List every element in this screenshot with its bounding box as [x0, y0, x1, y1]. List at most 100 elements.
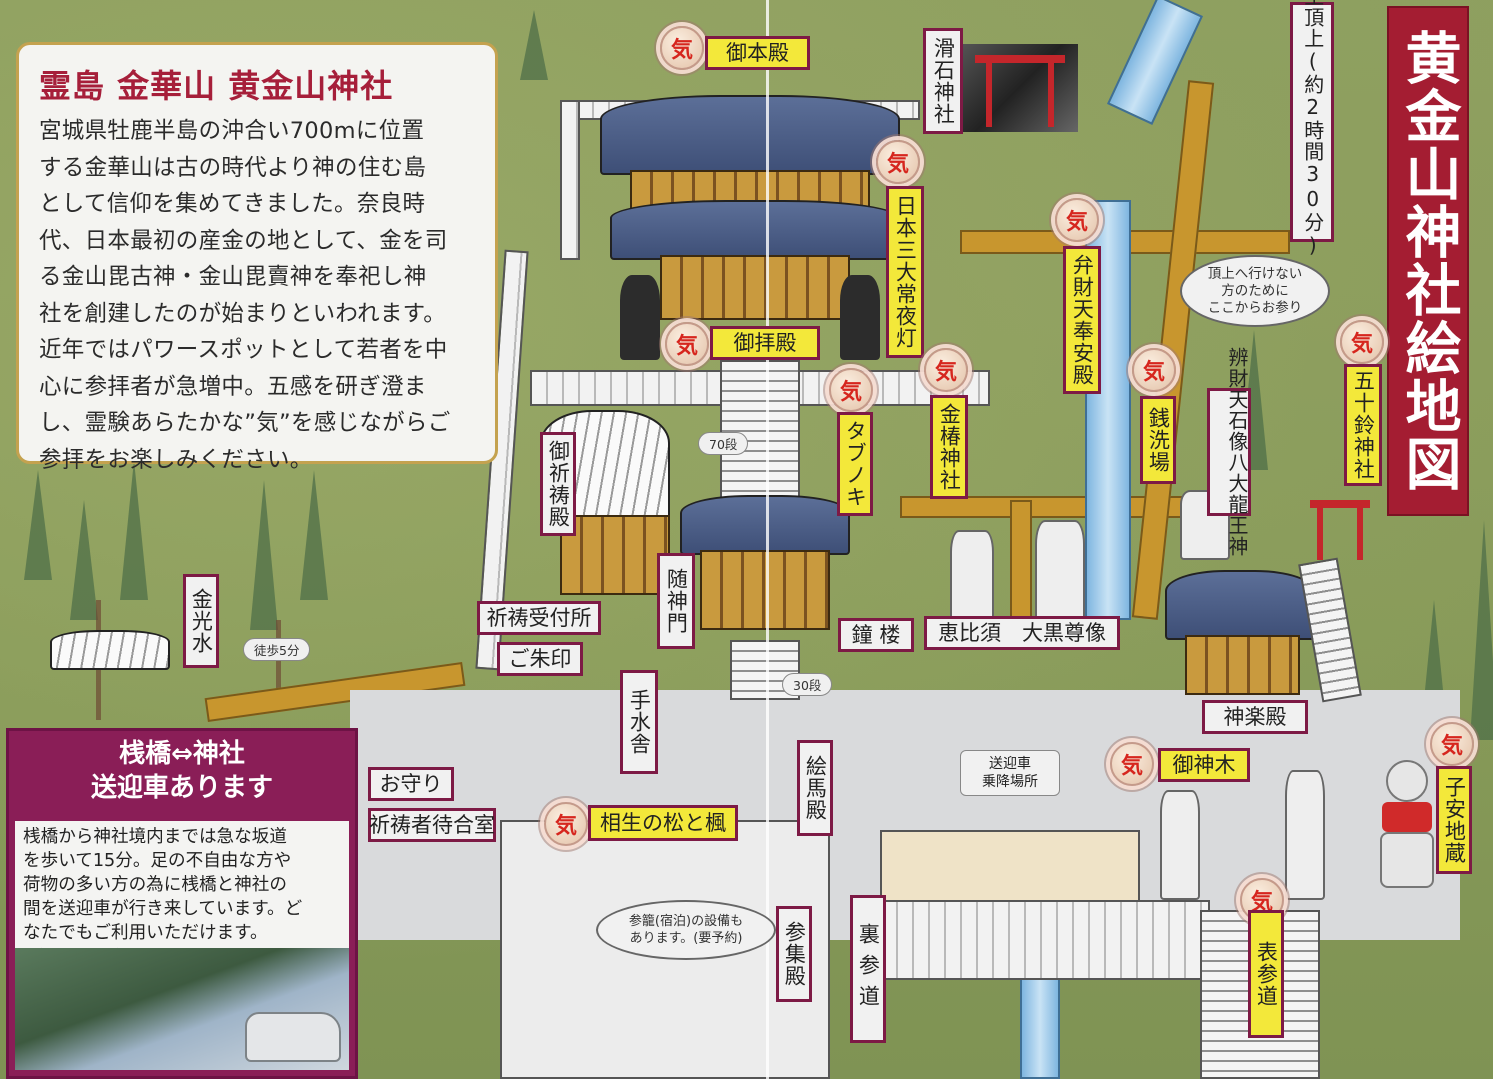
- walk-time-badge: 徒歩5分: [243, 638, 311, 661]
- stone-lantern: [1160, 790, 1200, 900]
- ki-power-spot-icon: 気: [660, 26, 704, 70]
- label-benzaiten-statue[interactable]: 辨財天石像八大龍王神: [1207, 347, 1251, 557]
- label-goshuin[interactable]: ご朱印: [497, 642, 583, 676]
- lodging-callout: 参籠(宿泊)の設備も あります。(要予約): [596, 900, 776, 960]
- ki-power-spot-icon: 気: [829, 368, 873, 412]
- gokitouden-body: [560, 515, 670, 595]
- kagura-den-roof: [1165, 570, 1315, 640]
- shuttle-line: 間を送迎車が行き来しています。ど: [23, 899, 303, 919]
- tree-icon: [70, 500, 98, 620]
- label-hachidai-ryuo-text: 八大龍王神: [1225, 452, 1249, 557]
- steps-30-badge: 30段: [782, 673, 833, 696]
- label-waiting-room[interactable]: 祈祷者待合室: [368, 808, 496, 842]
- intro-line: 近年ではパワースポットとして若者を中: [39, 337, 448, 363]
- label-emaden[interactable]: 絵馬殿: [797, 740, 833, 836]
- label-gokitouden[interactable]: 御祈祷殿: [540, 432, 576, 536]
- intro-line: 代、日本最初の産金の地として、金を司: [39, 227, 448, 254]
- label-shourou[interactable]: 鐘 楼: [838, 618, 914, 652]
- power-spot-zeniaraiba[interactable]: 銭洗場: [1140, 396, 1176, 484]
- stone-stairs-70: [720, 360, 800, 500]
- label-zuishinmon[interactable]: 随神門: [657, 553, 695, 649]
- shuttle-heading-line1: 桟橋⇔神社: [119, 739, 245, 769]
- power-spot-jouyato[interactable]: 日本三大常夜灯: [886, 186, 924, 358]
- shuttle-line: 荷物の多い方の為に桟橋と神社の: [23, 875, 287, 895]
- ki-power-spot-icon: 気: [544, 802, 588, 846]
- label-omamori[interactable]: お守り: [368, 767, 454, 801]
- ki-power-spot-icon: 気: [665, 322, 709, 366]
- tree-icon: [520, 10, 548, 80]
- summit-alternative-callout: 頂上へ行けない 方のために ここからお参り: [1180, 255, 1330, 327]
- torii-gate-icon: [975, 55, 1065, 127]
- label-ebisu-daikoku[interactable]: 恵比須 大黒尊像: [924, 616, 1120, 650]
- shuttle-heading: 桟橋⇔神社 送迎車あります: [9, 731, 355, 821]
- steps-70-badge: 70段: [698, 432, 749, 455]
- ki-power-spot-icon: 気: [1055, 198, 1099, 242]
- stone-wall: [880, 900, 1210, 980]
- stone-lantern: [1285, 770, 1325, 900]
- label-sanshuden[interactable]: 参集殿: [776, 906, 812, 1002]
- kagura-den-body: [1185, 635, 1300, 695]
- power-spot-isuzu[interactable]: 五十鈴神社: [1344, 364, 1382, 486]
- power-spot-goshinboku[interactable]: 御神木: [1158, 748, 1250, 782]
- ki-power-spot-icon: 気: [1340, 320, 1384, 364]
- shuttle-service-panel: 桟橋⇔神社 送迎車あります 桟橋から神社境内までは急な坂道 を歩いて15分。足の…: [6, 728, 358, 1079]
- bronze-lantern: [840, 275, 880, 360]
- power-spot-benzaiten-hoanden[interactable]: 弁財天奉安殿: [1063, 246, 1101, 394]
- ki-power-spot-icon: 気: [1110, 742, 1154, 786]
- label-ura-sando[interactable]: 裏参道: [850, 895, 886, 1043]
- power-spot-aioi[interactable]: 相生の松と楓: [588, 805, 738, 841]
- label-shuttle-stop[interactable]: 送迎車 乗降場所: [960, 750, 1060, 796]
- label-nameishi-shrine[interactable]: 滑石神社: [923, 28, 963, 134]
- shrine-intro-panel: 霊島 金華山 黄金山神社 宮城県牡鹿半島の沖合い700mに位置 する金華山は古の…: [16, 42, 498, 473]
- intro-line: し、霊験あらたかな”気”を感じながらご: [39, 410, 451, 436]
- shuttle-line: を歩いて15分。足の不自由な方や: [23, 851, 292, 871]
- torii-gate-icon: [1310, 500, 1370, 560]
- tree-icon: [300, 470, 328, 600]
- koyasu-jizo-statue: [1378, 760, 1436, 890]
- gohonden-roof: [600, 95, 900, 175]
- haiden-body: [660, 255, 850, 320]
- zuishinmon-body: [700, 550, 830, 630]
- label-temizuya[interactable]: 手水舎: [620, 670, 658, 774]
- enclosure-wall: [560, 100, 580, 260]
- van-icon: [245, 1012, 341, 1062]
- tree-icon: [24, 470, 52, 580]
- label-kinkousui[interactable]: 金光水: [183, 574, 219, 668]
- haiden-roof: [610, 200, 900, 260]
- ki-power-spot-icon: 気: [1430, 722, 1474, 766]
- intro-line: する金華山は古の時代より神の住む島: [39, 154, 427, 181]
- to-summit-sign: 至頂上(約2時間30分): [1290, 0, 1334, 258]
- power-spot-haiden[interactable]: 御拝殿: [710, 326, 820, 360]
- tree-icon: [1470, 520, 1493, 740]
- shuttle-van-photo: [15, 948, 349, 1070]
- tree-icon: [120, 460, 148, 600]
- intro-line: 心に参拝者が急増中。五感を研ぎ澄ま: [39, 373, 427, 400]
- power-spot-omote-sando[interactable]: 表参道: [1248, 910, 1284, 1038]
- ki-power-spot-icon: 気: [876, 140, 920, 184]
- power-spot-tabunoki[interactable]: タブノキ: [837, 412, 873, 516]
- intro-body: 宮城県牡鹿半島の沖合い700mに位置 する金華山は古の時代より神の住む島 として…: [39, 113, 477, 478]
- shuttle-heading-line2: 送迎車あります: [90, 773, 273, 803]
- power-spot-kintsubaki[interactable]: 金椿神社: [930, 395, 968, 499]
- intro-title: 霊島 金華山 黄金山神社: [39, 67, 394, 105]
- label-benzaiten-statue-text: 辨財天石像: [1225, 347, 1249, 452]
- tree-icon: [250, 480, 278, 630]
- intro-line: として信仰を集めてきました。奈良時: [39, 191, 426, 217]
- label-kitou-uketsuke[interactable]: 祈祷受付所: [477, 601, 601, 635]
- intro-line: 社を創建したのが始まりといわれます。: [39, 300, 447, 327]
- power-spot-koyasu-jizo[interactable]: 子安地蔵: [1436, 766, 1472, 874]
- ki-power-spot-icon: 気: [924, 348, 968, 392]
- shuttle-line: 桟橋から神社境内までは急な坂道: [23, 827, 287, 847]
- ki-power-spot-icon: 気: [1132, 348, 1176, 392]
- label-kagura-den[interactable]: 神楽殿: [1202, 700, 1308, 734]
- paper-fold-line: [766, 0, 769, 1079]
- bronze-lantern: [620, 275, 660, 360]
- shuttle-line: なたでもご利用いただけます。: [23, 923, 268, 943]
- map-title-banner: 黄金山神社絵地図: [1387, 6, 1469, 516]
- tree-trunk: [276, 620, 281, 710]
- intro-line: 宮城県牡鹿半島の沖合い700mに位置: [39, 118, 425, 144]
- power-spot-gohonden[interactable]: 御本殿: [705, 36, 810, 70]
- kinkousui-well-roof: [50, 630, 170, 670]
- zuishinmon-roof: [680, 495, 850, 555]
- walking-path: [1010, 500, 1032, 620]
